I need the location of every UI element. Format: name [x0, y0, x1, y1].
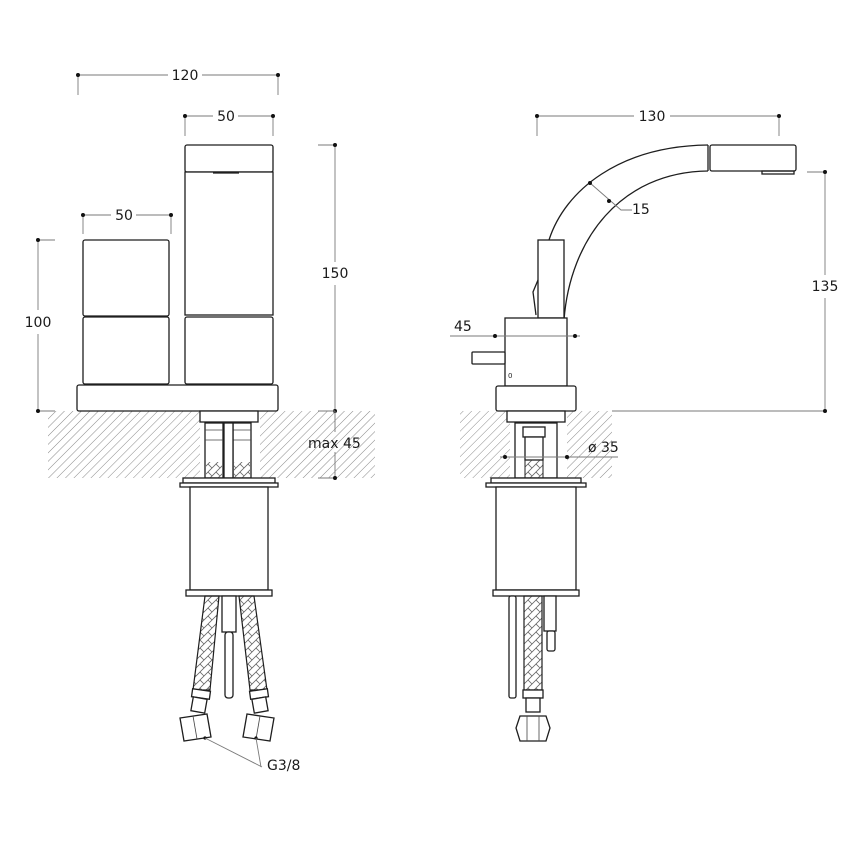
- shank-collar: [199, 410, 259, 423]
- lever-handle: [537, 239, 565, 319]
- spout-inner-arc: [563, 170, 709, 321]
- side-nut: [515, 715, 551, 742]
- side-hose: [523, 595, 543, 691]
- dim-short-body-height: 100: [25, 315, 52, 331]
- label-connection-thread: G3/8: [267, 758, 300, 774]
- left-nut: [179, 713, 212, 742]
- dim-spout-reach: 130: [639, 109, 666, 125]
- dim-short-body-width: 50: [115, 208, 133, 224]
- dim-max-deck-thickness: max 45: [308, 436, 361, 452]
- dim-body-width: 45: [454, 319, 472, 335]
- spout-head: [709, 144, 797, 172]
- left-hose: [192, 595, 220, 691]
- dim-tall-body-height: 150: [322, 266, 349, 282]
- side-body: [504, 317, 568, 387]
- side-mounting-sleeve: [495, 486, 577, 591]
- right-hose: [238, 595, 268, 691]
- center-rod: [224, 631, 234, 699]
- sleeve-flange: [182, 477, 276, 484]
- tall-body-lower: [184, 316, 274, 385]
- dim-spout-height: 135: [812, 279, 839, 295]
- spout-outer-arc: [548, 144, 709, 241]
- countertop-section: [48, 411, 612, 478]
- dim-hole-diameter: ø 35: [588, 440, 619, 456]
- svg-text:0: 0: [508, 372, 512, 380]
- dim-overall-width: 120: [172, 68, 199, 84]
- right-nut: [242, 713, 275, 742]
- short-body-lower: [82, 316, 170, 385]
- dim-tall-body-width: 50: [217, 109, 235, 125]
- short-body-upper: [82, 239, 170, 317]
- side-view: 0: [471, 144, 797, 742]
- tall-body-upper: [184, 171, 274, 316]
- front-dimensions: 120 50 50 100 150 max 45 G: [25, 68, 361, 774]
- mounting-sleeve: [189, 486, 269, 591]
- dim-spout-thickness: 15: [632, 202, 650, 218]
- tall-body-cap: [184, 144, 274, 173]
- side-lever-stub: [471, 351, 506, 365]
- front-view: [76, 144, 279, 768]
- base-plate: [76, 384, 279, 412]
- side-dimensions: 130 15 135 45 ø 35: [450, 109, 838, 459]
- side-base: [495, 385, 577, 412]
